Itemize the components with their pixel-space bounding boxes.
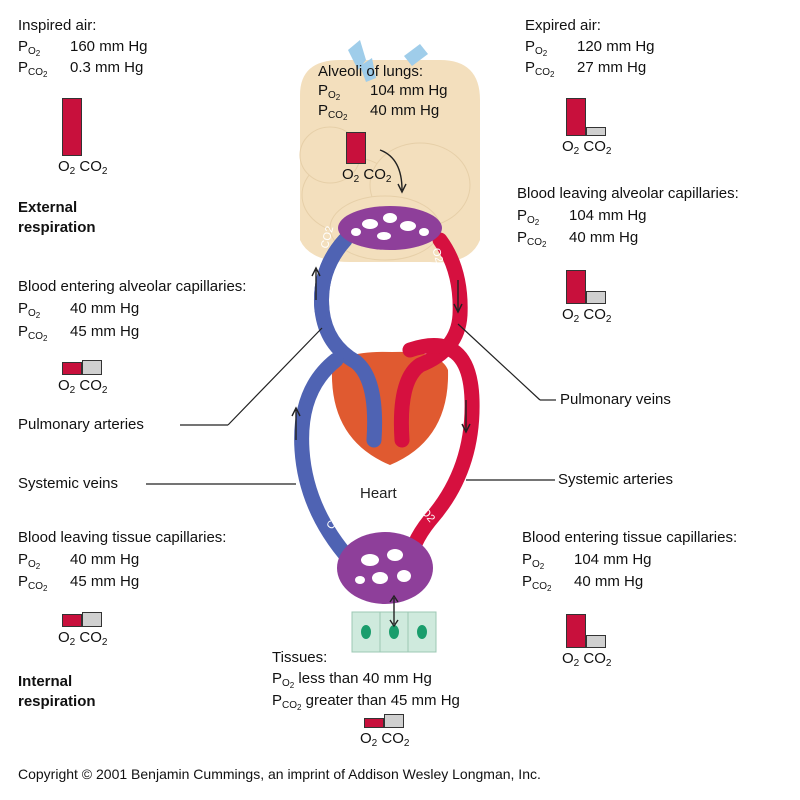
entering-alveolar-title: Blood entering alveolar capillaries: <box>18 278 247 295</box>
entering-alveolar-co2-bar <box>82 360 102 375</box>
pulmonary-arteries-label: Pulmonary arteries <box>18 416 144 433</box>
alveoli-title: Alveoli of lungs: <box>318 63 424 80</box>
leaving-alveolar-bar-labels: O2 CO2 <box>562 306 612 325</box>
expired-air-title: Expired air: <box>525 17 601 34</box>
expired-o2-bar <box>566 98 586 136</box>
tissues-o2-bar <box>364 718 384 728</box>
tissues-title: Tissues: <box>272 649 328 666</box>
inspired-air-title: Inspired air: <box>18 17 97 34</box>
inspired-bar-labels: O2 CO2 <box>58 158 108 177</box>
deoxygenated-vessels <box>294 232 383 568</box>
tissues-po2: PO2 less than 40 mm Hg <box>272 670 432 690</box>
expired-bar-labels: O2 CO2 <box>562 138 612 157</box>
entering-tissue-o2-bar <box>566 614 586 648</box>
entering-tissue-title: Blood entering tissue capillaries: <box>522 529 738 546</box>
tissue-cells <box>351 611 437 653</box>
leaving-alveolar-co2-bar <box>586 291 606 304</box>
tissue-capillary-bed <box>337 532 433 604</box>
entering-tissue-co2-bar <box>586 635 606 648</box>
leaving-alveolar-title: Blood leaving alveolar capillaries: <box>517 185 739 202</box>
copyright-notice: Copyright © 2001 Benjamin Cummings, an i… <box>18 766 541 782</box>
tissues-pco2: PCO2 greater than 45 mm Hg <box>272 692 460 712</box>
external-respiration-label-1: External <box>18 199 78 216</box>
alveoli-bar-labels: O2 CO2 <box>342 166 392 185</box>
alveoli-o2-bar <box>346 132 366 164</box>
flow-arrows-icon <box>291 149 471 628</box>
alveolar-capillary-bed <box>338 206 442 250</box>
systemic-veins-label: Systemic veins <box>18 475 119 492</box>
expired-co2-bar <box>586 127 606 136</box>
heart <box>331 351 449 465</box>
internal-respiration-label-2: respiration <box>18 693 96 710</box>
tissues-bar-labels: O2 CO2 <box>360 730 410 749</box>
leader-lines <box>146 323 556 485</box>
heart-label: Heart <box>360 485 397 502</box>
oxygenated-vessels <box>393 232 480 573</box>
inspired-o2-bar <box>62 98 82 156</box>
leaving-tissue-bar-labels: O2 CO2 <box>58 629 108 648</box>
external-respiration-label-2: respiration <box>18 219 96 236</box>
leaving-tissue-title: Blood leaving tissue capillaries: <box>18 529 227 546</box>
systemic-arteries-label: Systemic arteries <box>558 471 674 488</box>
internal-respiration-label-1: Internal <box>18 673 73 690</box>
entering-alveolar-o2-bar <box>62 362 82 375</box>
leaving-tissue-co2-bar <box>82 612 102 627</box>
entering-tissue-bar-labels: O2 CO2 <box>562 650 612 669</box>
tissues-co2-bar <box>384 714 404 728</box>
leaving-alveolar-o2-bar <box>566 270 586 304</box>
pulmonary-veins-label: Pulmonary veins <box>560 391 671 408</box>
entering-alveolar-bar-labels: O2 CO2 <box>58 377 108 396</box>
leaving-tissue-o2-bar <box>62 614 82 627</box>
airflow-arrows-icon <box>348 40 428 82</box>
